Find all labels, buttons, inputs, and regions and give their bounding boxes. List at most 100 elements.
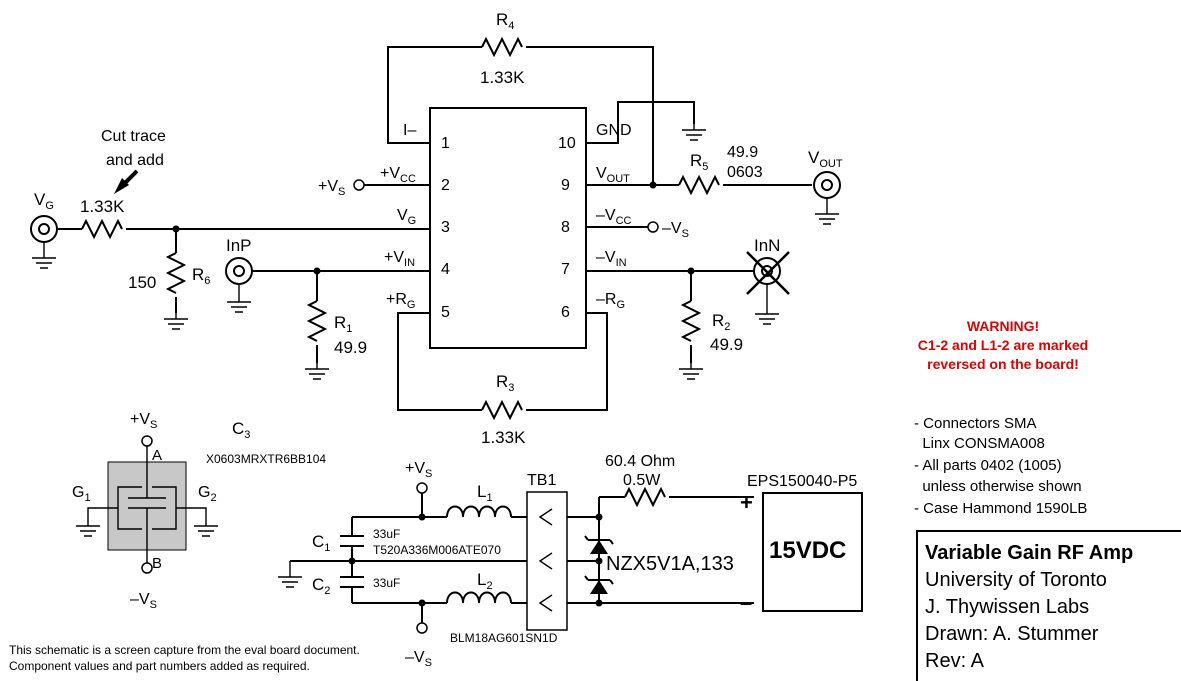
c3-part: X0603MRXTR6BB104	[206, 452, 326, 466]
cut-trace-line2: and add	[106, 152, 164, 169]
minus-vs-pin8: –VS	[662, 220, 689, 240]
pin-8-label: –VCC	[596, 207, 632, 227]
pin-9-label: VOUT	[596, 165, 630, 185]
pin-1-label: I–	[403, 122, 416, 139]
c3-pin-b: B	[152, 555, 162, 572]
l2-part: BLM18AG601SN1D	[450, 631, 558, 645]
ground-icon	[226, 295, 252, 313]
pin-7-num: 7	[561, 261, 570, 278]
l1-inductor	[446, 505, 512, 518]
rg-resistor	[81, 220, 123, 238]
supply-plus-vs: +VS	[405, 460, 432, 480]
supply-resistor-power: 0.5W	[623, 472, 661, 489]
pin-4-label: +VIN	[384, 249, 415, 269]
inn-label: InN	[754, 236, 780, 255]
ground-icon	[31, 251, 57, 269]
rg-value: 1.33K	[80, 197, 125, 216]
inp-connector	[225, 257, 253, 285]
title-block-border	[916, 530, 1181, 681]
r4-value: 1.33K	[480, 68, 525, 87]
warning-line2: C1-2 and L1-2 are marked	[918, 337, 1088, 353]
pin-5-num: 5	[441, 304, 450, 321]
plus-vs-pin2: +VS	[318, 178, 345, 198]
pin-5-label: +RG	[386, 291, 415, 311]
psu-minus: –	[740, 590, 752, 615]
r2-label: R2	[712, 311, 730, 333]
r1-value: 49.9	[334, 338, 367, 357]
inp-label: InP	[226, 236, 252, 255]
pin-2-label: +VCC	[380, 165, 416, 185]
c3-g2: G2	[198, 484, 217, 504]
ground-icon	[193, 519, 219, 537]
r1-resistor	[308, 300, 326, 342]
r1-label: R1	[334, 313, 352, 335]
vg-label: VG	[34, 190, 54, 212]
r3-label: R3	[496, 372, 514, 394]
supply-resistor-value: 60.4 Ohm	[605, 453, 675, 470]
c3-g1: G1	[72, 484, 91, 504]
ground-icon	[678, 362, 704, 380]
footer-line2: Component values and part numbers added …	[9, 659, 310, 673]
title-rev: Rev: A	[925, 650, 985, 672]
zener-label: NZX5V1A,133	[606, 553, 734, 575]
pin-1-num: 1	[441, 135, 450, 152]
c3-plus-vs: +VS	[130, 411, 157, 431]
c3-minus-vs: –VS	[130, 591, 157, 611]
note-4: unless otherwise shown	[914, 478, 1082, 495]
note-2: Linx CONSMA008	[914, 435, 1045, 452]
ground-icon	[75, 519, 101, 537]
c3-pin-a: A	[152, 447, 162, 464]
r2-resistor	[682, 300, 700, 342]
zener-diode-icon	[590, 540, 608, 554]
title-main: Variable Gain RF Amp	[925, 542, 1133, 564]
psu-label: 15VDC	[769, 537, 846, 564]
c1-label: C1	[312, 532, 330, 554]
note-3: - All parts 0402 (1005)	[914, 457, 1062, 474]
ground-icon	[163, 312, 189, 330]
cut-trace-line1: Cut trace	[101, 128, 166, 145]
supply-minus-vs: –VS	[405, 649, 432, 669]
c2-value: 33uF	[373, 576, 400, 590]
not-connected-icon	[746, 251, 790, 295]
pin-4-num: 4	[441, 261, 450, 278]
r5-label: R5	[690, 151, 708, 173]
footer-line1: This schematic is a screen capture from …	[9, 643, 360, 657]
ground-icon	[754, 307, 780, 325]
c2-label: C2	[312, 575, 330, 597]
pin-10-num: 10	[558, 135, 576, 152]
pin-8-num: 8	[561, 219, 570, 236]
l1-label: L1	[477, 482, 493, 504]
psu-part: EPS150040-P5	[747, 473, 857, 490]
pin-7-label: –VIN	[596, 249, 627, 269]
r4-resistor	[481, 38, 523, 56]
title-lab: J. Thywissen Labs	[925, 596, 1089, 618]
c3-label: C3	[232, 419, 250, 441]
pin-10-label: GND	[596, 122, 632, 139]
r5-value: 49.9	[727, 144, 758, 161]
pin-3-label: VG	[397, 207, 416, 227]
warning-title: WARNING!	[967, 318, 1039, 334]
title-drawn: Drawn: A. Stummer	[925, 623, 1099, 645]
warning-line3: reversed on the board!	[927, 356, 1079, 372]
r3-resistor	[481, 401, 523, 419]
vout-connector	[813, 171, 841, 199]
ground-icon	[681, 123, 707, 141]
arrow-icon	[114, 178, 129, 194]
c1-value: 33uF	[373, 527, 400, 541]
r6-value: 150	[128, 273, 156, 292]
r6-resistor	[167, 252, 185, 294]
amplifier-ic	[429, 107, 587, 349]
ground-icon	[304, 362, 330, 380]
c1-part: T520A336M006ATE070	[373, 543, 501, 557]
supply-resistor	[624, 488, 666, 506]
r5-package: 0603	[727, 164, 763, 181]
vg-connector	[30, 215, 58, 243]
r2-value: 49.9	[710, 335, 743, 354]
tb1-label: TB1	[527, 472, 556, 489]
r4-label: R4	[496, 10, 514, 32]
title-org: University of Toronto	[925, 569, 1107, 591]
l2-inductor	[446, 591, 512, 604]
r6-label: R6	[192, 265, 210, 287]
psu-box	[762, 492, 863, 612]
